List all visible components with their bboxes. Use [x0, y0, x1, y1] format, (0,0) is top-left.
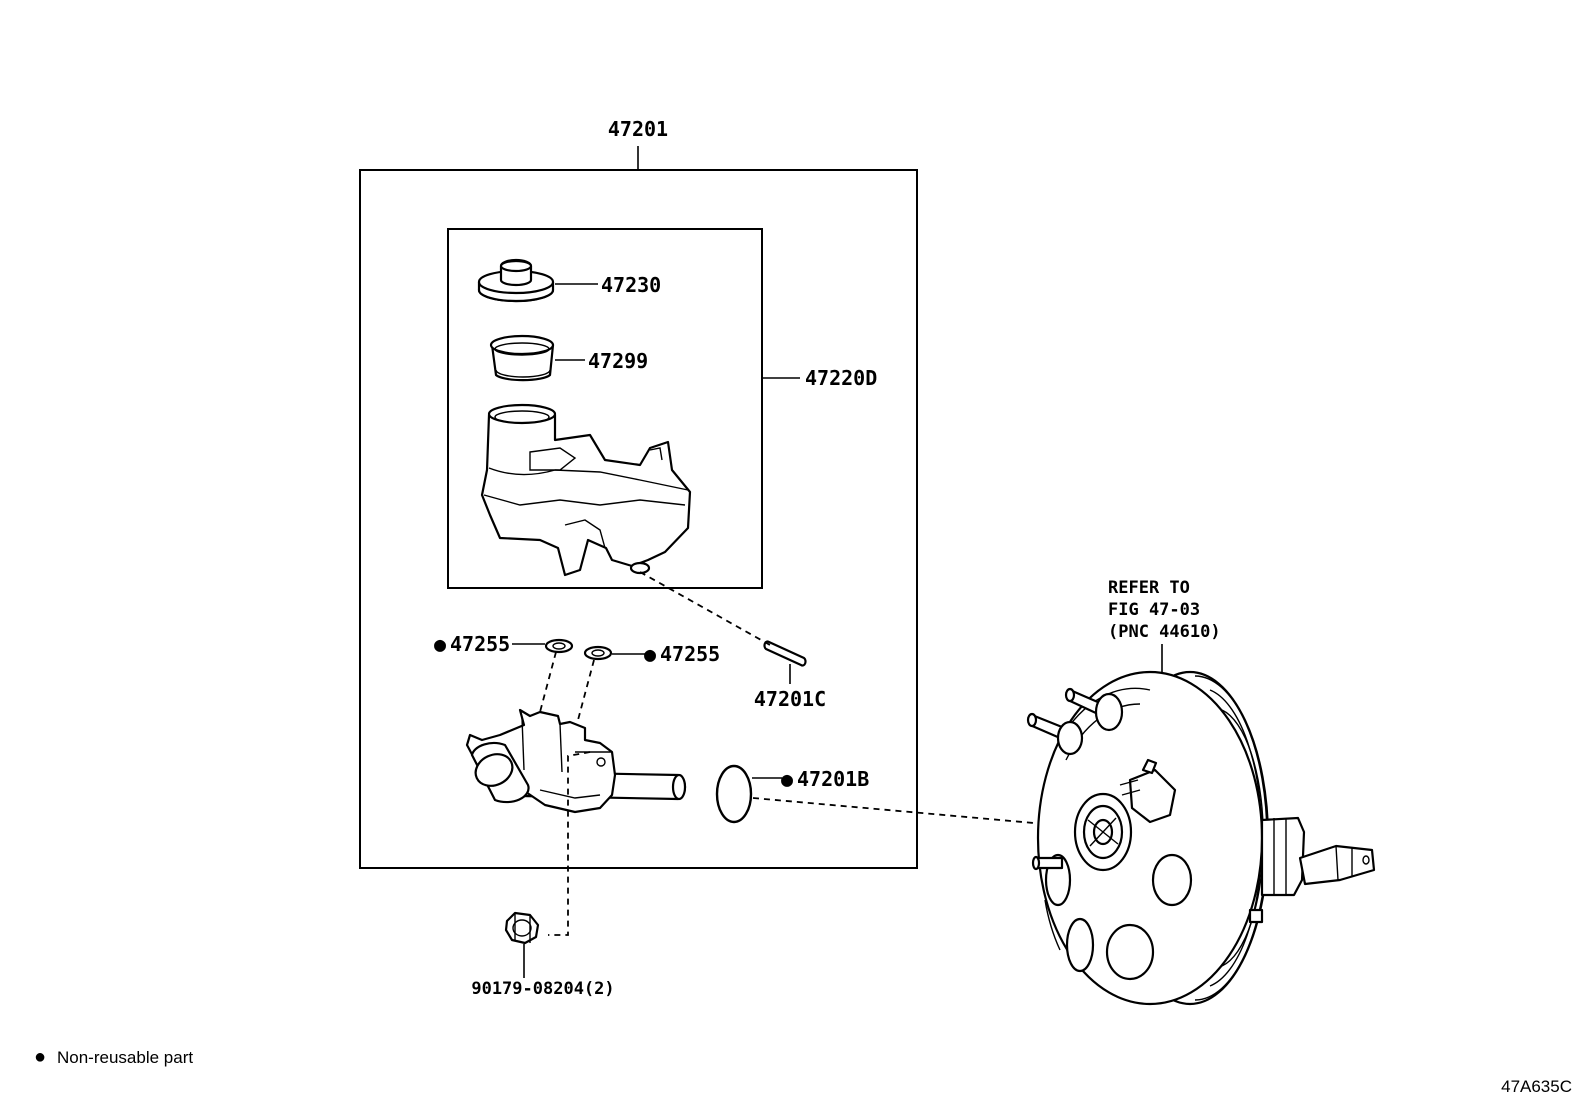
label-47255-left: 47255 [450, 632, 510, 656]
reservoir-icon [480, 403, 692, 577]
grommet-right-icon [583, 645, 613, 661]
brake-booster-icon [1026, 670, 1376, 1006]
label-47299: 47299 [588, 349, 648, 373]
reservoir-frame [447, 228, 763, 589]
refer-line-2: FIG 47-03 [1108, 600, 1200, 620]
grommet-left-dashed [539, 651, 557, 713]
label-47201B-bullet: ● [781, 767, 793, 791]
nut-icon [504, 911, 540, 945]
oring-icon [715, 764, 753, 824]
label-47255-left-bullet: ● [434, 632, 446, 656]
oring-dashed-line [752, 797, 1091, 829]
label-47220D: 47220D [805, 366, 877, 390]
label-47255-right-bullet: ● [644, 642, 656, 666]
refer-line-1: REFER TO [1108, 578, 1190, 598]
strainer-icon [489, 334, 555, 382]
grommet-right-dashed [577, 659, 595, 721]
grommet-left-icon [544, 638, 574, 654]
pin-icon [763, 640, 807, 667]
label-47201C: 47201C [754, 687, 826, 711]
label-90179-08204: 90179-08204(2) [471, 979, 614, 999]
legend-text: Non-reusable part [57, 1048, 193, 1067]
pin-dashed-line [639, 571, 771, 646]
nut-dashed-line [548, 751, 591, 936]
label-47255-right: 47255 [660, 642, 720, 666]
legend-bullet: ● [34, 1046, 46, 1068]
label-47230: 47230 [601, 273, 661, 297]
reservoir-cap-icon [477, 258, 555, 303]
label-47201: 47201 [608, 117, 668, 141]
refer-line-3: (PNC 44610) [1108, 622, 1221, 642]
master-cylinder-icon [465, 708, 687, 814]
figure-code: 47A635C [1501, 1077, 1572, 1096]
label-47201B: 47201B [797, 767, 869, 791]
